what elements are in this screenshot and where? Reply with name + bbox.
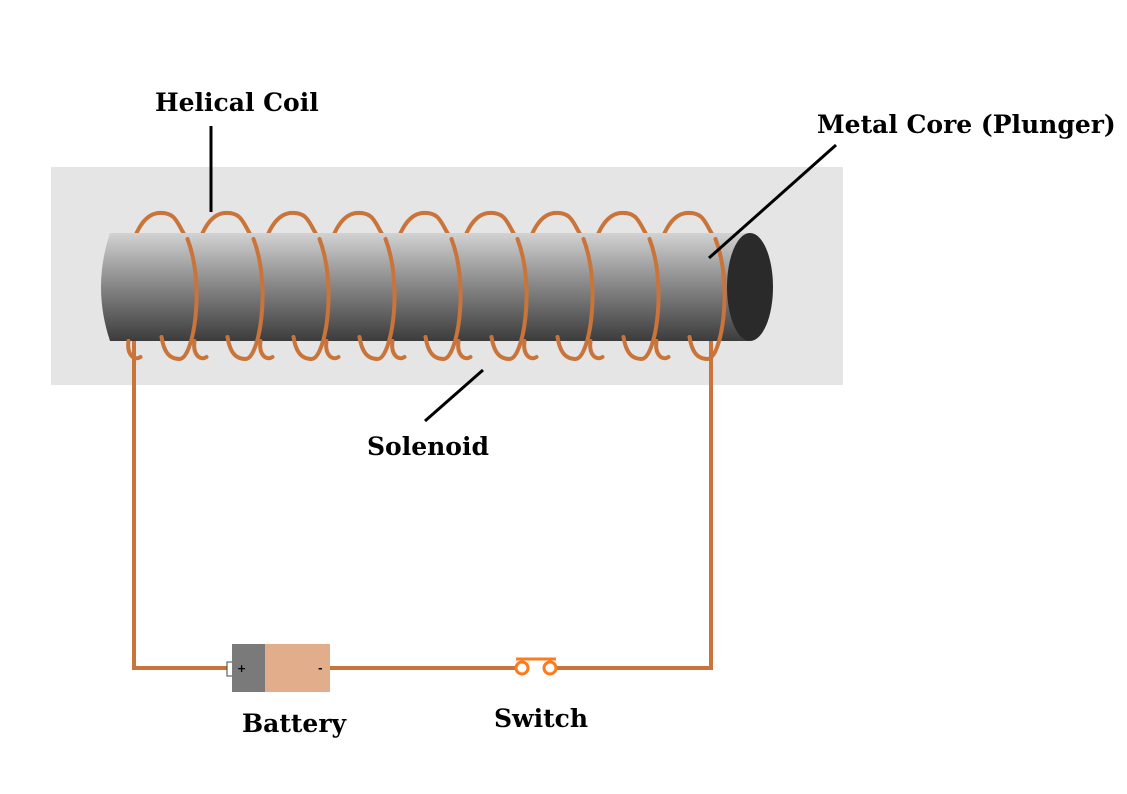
coil-front-segment xyxy=(357,237,397,362)
coil-front-segment xyxy=(225,237,265,362)
left-lead-wire xyxy=(132,341,232,670)
solenoid-pointer xyxy=(424,368,484,423)
coil-front-segment xyxy=(489,237,529,362)
coil-front-segment xyxy=(555,237,595,362)
right-lead-wire xyxy=(555,341,713,670)
battery-label: Battery xyxy=(242,709,348,738)
switch-label: Switch xyxy=(494,704,588,733)
battery-minus-sign: - xyxy=(318,662,323,675)
coil-hook-segment xyxy=(456,339,473,361)
switch xyxy=(514,657,558,676)
switch-left-contact xyxy=(514,660,530,676)
coil-front-segment xyxy=(159,237,199,362)
coil-front-segment xyxy=(621,237,661,362)
coil-hook-segment xyxy=(654,339,671,361)
metal-core-end xyxy=(727,233,773,341)
coil-front-segment xyxy=(291,237,331,362)
switch-right-contact xyxy=(542,660,558,676)
metal-core-label: Metal Core (Plunger) xyxy=(817,110,1116,139)
coil-hook-segment xyxy=(324,339,341,361)
helical-coil-label: Helical Coil xyxy=(155,88,319,117)
battery-terminal-section xyxy=(232,644,265,692)
coil-hook-segment xyxy=(258,339,275,361)
coil-hook-segment xyxy=(192,339,209,361)
battery: + - xyxy=(226,644,330,692)
coil-hook-segment xyxy=(126,339,143,361)
coil-hook-segment xyxy=(522,339,539,361)
coil-hook-segment xyxy=(390,339,407,361)
battery-plus-sign: + xyxy=(237,662,246,675)
battery-body xyxy=(265,644,330,692)
metal-core-pointer xyxy=(708,143,837,260)
coil-hook-segment xyxy=(588,339,605,361)
solenoid-label: Solenoid xyxy=(367,432,489,461)
coil-front-segment xyxy=(423,237,463,362)
